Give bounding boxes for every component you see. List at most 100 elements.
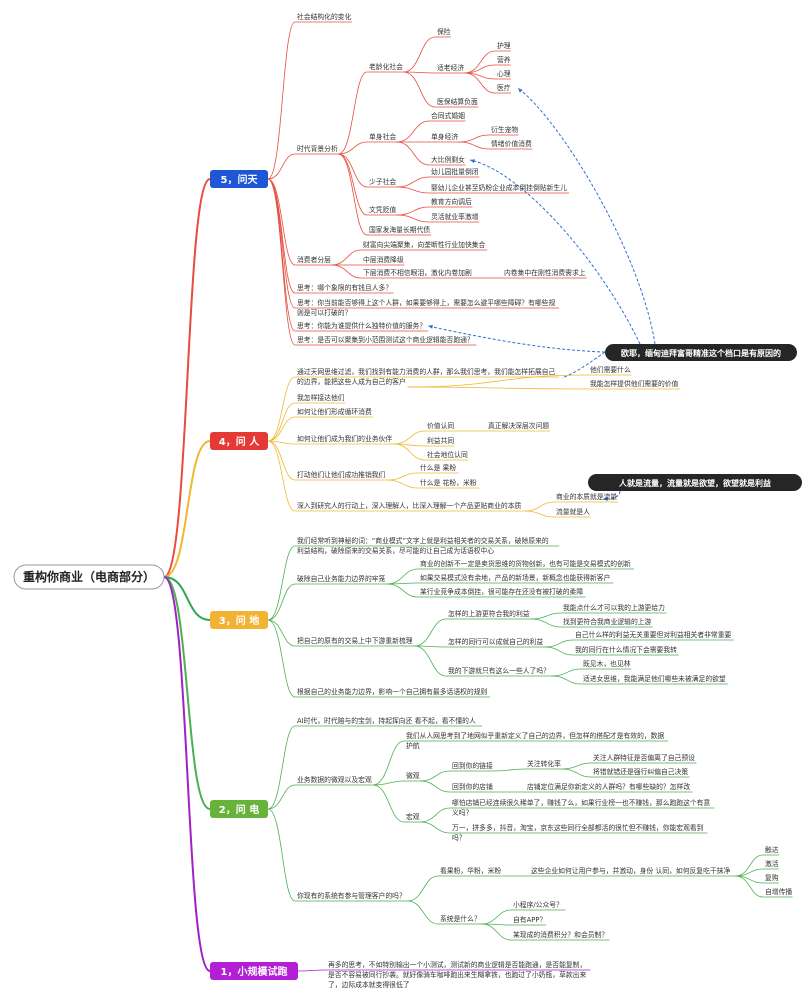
topic-t7[interactable]: 营养 <box>497 55 511 64</box>
topic-t18[interactable]: 幼儿园批量倒闭 <box>431 167 479 176</box>
topic-t19[interactable]: 婴幼儿企业甚至奶粉企业成本倒挂倒贴新生儿 <box>431 183 567 192</box>
topic-t59[interactable]: 自己什么样的利益无关重要但对利益相关者非常重要 <box>575 630 732 639</box>
topic-t56[interactable]: 我能点什么才可以我的上游更给力 <box>563 603 665 612</box>
callout-2[interactable]: 人就是流量，流量就是欲望，欲望就是利益 <box>588 474 802 491</box>
topic-t49[interactable]: 我们经常听到神秘的词：“商业模式”文字上就是利益相关者的交易关系，破除原来的 <box>297 536 549 545</box>
topic-t39[interactable]: 价值认同 <box>427 421 454 430</box>
topic-t5[interactable]: 适老经济 <box>437 63 464 72</box>
topic-t35[interactable]: 我能怎样提供他们需要的价值 <box>590 379 679 388</box>
topic-t84[interactable]: 自增传播 <box>765 887 792 896</box>
topic-t26[interactable]: 中层消费降级 <box>363 255 404 264</box>
topic-t33[interactable]: 通过天网思维过滤，我们找到有能力消费的人群，那么我们思考，我们能怎样拓展自己 <box>297 367 555 376</box>
topic-t80[interactable]: 这些企业如何让用户参与，并激动，身份 认同，如何反复吃干抹净 <box>531 866 730 875</box>
topic-t77b[interactable]: 吗？ <box>452 834 466 842</box>
topic-t87[interactable]: 自有APP？ <box>513 915 546 924</box>
topic-t47[interactable]: 商业的本质就是流量 <box>556 492 617 501</box>
branch-5-node[interactable]: 5，问天 <box>210 170 268 188</box>
topic-t29[interactable]: 思考：哪个象限的有钱且人多？ <box>297 283 392 292</box>
topic-t86[interactable]: 小程序/公众号？ <box>513 900 563 909</box>
topic-t89b[interactable]: 是否不容易被同行抄袭。就好像骑车咖啡跑出来生糊拿铁，也跑过了小奶瓶，草款出来 <box>328 970 586 979</box>
topic-t76[interactable]: 哪怕店铺已经连续很久稀单了，赚钱了么，如果行业榜一也不赚钱，那么跑跑这个有意 <box>452 798 710 807</box>
topic-t67b[interactable]: 护航 <box>406 741 420 750</box>
topic-t1[interactable]: 社会结构化的变化 <box>297 12 352 21</box>
topic-t67[interactable]: 我们从人网思考到了地网似乎重新定义了自己的边界，但怎样的搭配才是有效的，数据 <box>406 731 664 740</box>
topic-t52[interactable]: 如果交易模式没有余地，产品的新场景，新概念也能获得新客户 <box>420 573 610 582</box>
topic-t54[interactable]: 把自己的原有的交易上中下游重新梳理 <box>297 636 413 645</box>
topic-t64[interactable]: 根据自己的业务能力边界，影响一个自己拥有最多话语权的规则 <box>297 687 488 696</box>
topic-t81[interactable]: 触达 <box>765 845 779 854</box>
branch-4-node[interactable]: 4，问 人 <box>210 432 268 450</box>
topic-t13[interactable]: 单身经济 <box>431 132 458 141</box>
topic-t55[interactable]: 怎样的上游更符合我的利益 <box>448 609 530 618</box>
topic-t15[interactable]: 情绪价值消费 <box>491 139 532 148</box>
topic-t2[interactable]: 时代背景分析 <box>297 144 338 153</box>
topic-t3[interactable]: 老龄化社会 <box>369 62 403 71</box>
branch-3-node[interactable]: 3，问 地 <box>210 611 268 629</box>
topic-t63[interactable]: 适进女思维，我能满足他们哪些未被满足的欲望 <box>583 674 726 683</box>
topic-t6[interactable]: 护理 <box>497 41 511 50</box>
topic-t76b[interactable]: 义吗？ <box>452 809 472 817</box>
topic-t44[interactable]: 什么是 果粉 <box>420 463 456 472</box>
topic-t22[interactable]: 灵活就业率激增 <box>431 212 479 221</box>
topic-t70[interactable]: 关注转化率 <box>527 759 561 768</box>
topic-t48[interactable]: 流量就是人 <box>556 507 590 516</box>
topic-t73[interactable]: 回到你的店铺 <box>452 782 493 791</box>
topic-t53[interactable]: 某行业竞争成本倒挂，很可能存在还没有被打破的柔障 <box>420 587 583 596</box>
topic-t88[interactable]: 某现成的消费积分？和会员制？ <box>513 930 608 939</box>
topic-t77[interactable]: 万一，拼多多，抖音，淘宝，京东这些同行全部都活的很忙但不赚钱，你能宏观看到 <box>452 823 704 832</box>
topic-t42[interactable]: 社会地位认同 <box>427 450 468 459</box>
topic-t72[interactable]: 将错就错还是强行纠偏自己决策 <box>593 767 688 776</box>
topic-t14[interactable]: 衍生宠物 <box>491 125 518 134</box>
topic-t27[interactable]: 下层消费不相信眼泪，激化内卷加剧 <box>363 268 472 277</box>
topic-t4[interactable]: 保险 <box>437 27 451 36</box>
topic-t89c[interactable]: 了，边际成本就变得很低了 <box>328 980 410 989</box>
topic-t21[interactable]: 教育方向调后 <box>431 197 472 206</box>
topic-t49b[interactable]: 利益结构，破除原来的交易关系，尽可能的让自己成为话语权中心 <box>297 546 494 555</box>
topic-t8[interactable]: 心理 <box>497 70 511 78</box>
topic-t40[interactable]: 真正解决深层次问题 <box>488 421 549 430</box>
topic-t10[interactable]: 医保结算负面 <box>437 97 478 106</box>
topic-t74[interactable]: 店铺定位满足你新定义的人群吗？有哪些缺的？怎样改 <box>527 782 690 791</box>
topic-t28[interactable]: 内卷集中在刚性消费需求上 <box>504 268 586 277</box>
topic-t69[interactable]: 回到你的链接 <box>452 761 493 770</box>
topic-t65[interactable]: AI时代，时代赔与的宝剑，持起挥向还 看不起，看不懂的人 <box>297 716 476 725</box>
topic-t12[interactable]: 合同式婚姻 <box>431 111 465 120</box>
topic-t58[interactable]: 怎样的同行可以成就自己的利益 <box>448 637 543 646</box>
topic-t11[interactable]: 单身社会 <box>369 132 396 141</box>
topic-t62[interactable]: 既见木，也见林 <box>583 659 631 668</box>
topic-t25[interactable]: 财富向尖端聚集，向垄断性行业加快集合 <box>363 240 486 249</box>
topic-t17[interactable]: 少子社会 <box>369 177 396 186</box>
topic-t38[interactable]: 如何让他们成为我们的业务伙伴 <box>297 434 392 443</box>
topic-t23[interactable]: 国家发海量长期代债 <box>369 225 430 234</box>
topic-t41[interactable]: 利益共同 <box>427 436 454 445</box>
topic-t9[interactable]: 医疗 <box>497 83 511 92</box>
topic-t20[interactable]: 文凭贬值 <box>369 205 396 214</box>
topic-t32[interactable]: 思考：是否可以聚集到小范围测试这个商业逻辑能否跑通？ <box>297 335 474 344</box>
branch-2-node[interactable]: 2，问 电 <box>210 800 268 818</box>
topic-t33b[interactable]: 的边界，能把这些人成为自己的客户 <box>297 377 406 386</box>
topic-t61[interactable]: 我的下游就只有这么一些人了吗？ <box>448 666 550 675</box>
topic-t31[interactable]: 思考：你能为谁提供什么独特价值的服务？ <box>297 321 426 330</box>
topic-t75[interactable]: 宏观 <box>406 812 420 821</box>
topic-t16[interactable]: 大比例剩女 <box>431 155 465 164</box>
topic-t50[interactable]: 破除自己业务能力边界的牢笼 <box>297 574 386 583</box>
topic-t24[interactable]: 消费者分层 <box>297 255 331 264</box>
topic-t78[interactable]: 你现有的系统有参与管理客户的吗？ <box>297 891 406 900</box>
topic-t79[interactable]: 看果粉，华粉，米粉 <box>440 866 501 875</box>
topic-t57[interactable]: 找到更符合我商业逻辑的上游 <box>563 617 652 626</box>
topic-t45[interactable]: 什么是 花粉，米粉 <box>420 478 477 487</box>
topic-t83[interactable]: 复购 <box>765 873 779 882</box>
topic-t30[interactable]: 思考：你当前能否够得上这个人群，如果要够得上，需要怎么避平哪些障碍？有哪些规 <box>297 298 555 307</box>
topic-t68[interactable]: 微观 <box>406 771 420 780</box>
topic-t43[interactable]: 打动他们让他们成功推销我们 <box>297 470 386 479</box>
topic-t36[interactable]: 我怎样接达他们 <box>297 393 345 402</box>
topic-t46[interactable]: 深入到研究人的行动上，深入理解人，比深入理解一个产品更贴商业的本质 <box>297 501 521 510</box>
topic-t30b[interactable]: 则是可以打破的？ <box>297 308 351 317</box>
root-node[interactable]: 重构你商业（电商部分） <box>13 564 165 590</box>
topic-t51[interactable]: 商业的创新不一定是卖货思维的货物创新，也有可能是交易模式的创新 <box>420 559 631 568</box>
topic-t37[interactable]: 如何让他们形成循环消费 <box>297 407 372 416</box>
topic-t85[interactable]: 系统是什么？ <box>440 914 481 923</box>
branch-1-node[interactable]: 1，小规模试跑 <box>210 962 298 980</box>
topic-t71[interactable]: 关注人群特征是否偏离了自己预设 <box>593 753 695 762</box>
callout-1[interactable]: 欧耶，缅甸迪拜富哥精准这个档口是有原因的 <box>605 344 797 361</box>
